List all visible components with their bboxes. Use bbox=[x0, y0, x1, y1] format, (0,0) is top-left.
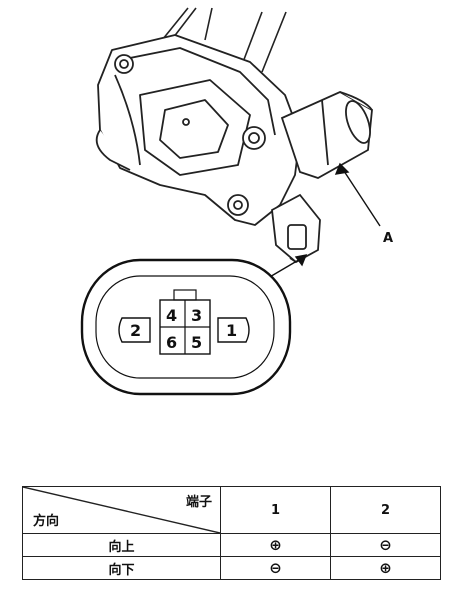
header-direction-label: 方向 bbox=[33, 514, 60, 529]
table-row: 向上 ⊕ ⊖ bbox=[22, 533, 441, 557]
polarity-positive-icon: ⊕ bbox=[220, 533, 331, 557]
header-diagonal-cell: 端子 方向 bbox=[22, 486, 221, 534]
column-header-1: 1 bbox=[220, 486, 331, 534]
pin-label-1: 1 bbox=[226, 321, 237, 340]
polarity-positive-icon: ⊕ bbox=[330, 556, 441, 580]
connector-arrow bbox=[267, 254, 308, 279]
pin-label-4: 4 bbox=[166, 306, 177, 325]
pin-label-6: 6 bbox=[166, 333, 177, 352]
connector-stub bbox=[271, 193, 321, 264]
connector-face bbox=[80, 258, 292, 396]
pin-label-2: 2 bbox=[130, 321, 141, 340]
polarity-negative-icon: ⊖ bbox=[220, 556, 331, 580]
pin-label-3: 3 bbox=[191, 306, 202, 325]
table-row: 向下 ⊖ ⊕ bbox=[22, 556, 441, 580]
motor-housing bbox=[95, 34, 301, 226]
motor-cylinder bbox=[280, 90, 373, 179]
callout-leader-a bbox=[334, 162, 381, 227]
motor-connector-diagram: A 4 3 2 1 6 5 bbox=[80, 7, 393, 396]
header-terminal-label: 端子 bbox=[185, 495, 212, 510]
row-label-up: 向上 bbox=[22, 533, 221, 557]
column-header-2: 2 bbox=[330, 486, 441, 534]
table-header-row: 端子 方向 1 2 bbox=[22, 486, 441, 534]
callout-label-a: A bbox=[383, 231, 393, 246]
polarity-negative-icon: ⊖ bbox=[330, 533, 441, 557]
terminal-direction-table: 端子 方向 1 2 向上 ⊕ ⊖ 向下 ⊖ ⊕ bbox=[22, 486, 441, 580]
pin-label-5: 5 bbox=[191, 333, 202, 352]
diagonal-line bbox=[23, 487, 220, 533]
row-label-down: 向下 bbox=[22, 556, 221, 580]
